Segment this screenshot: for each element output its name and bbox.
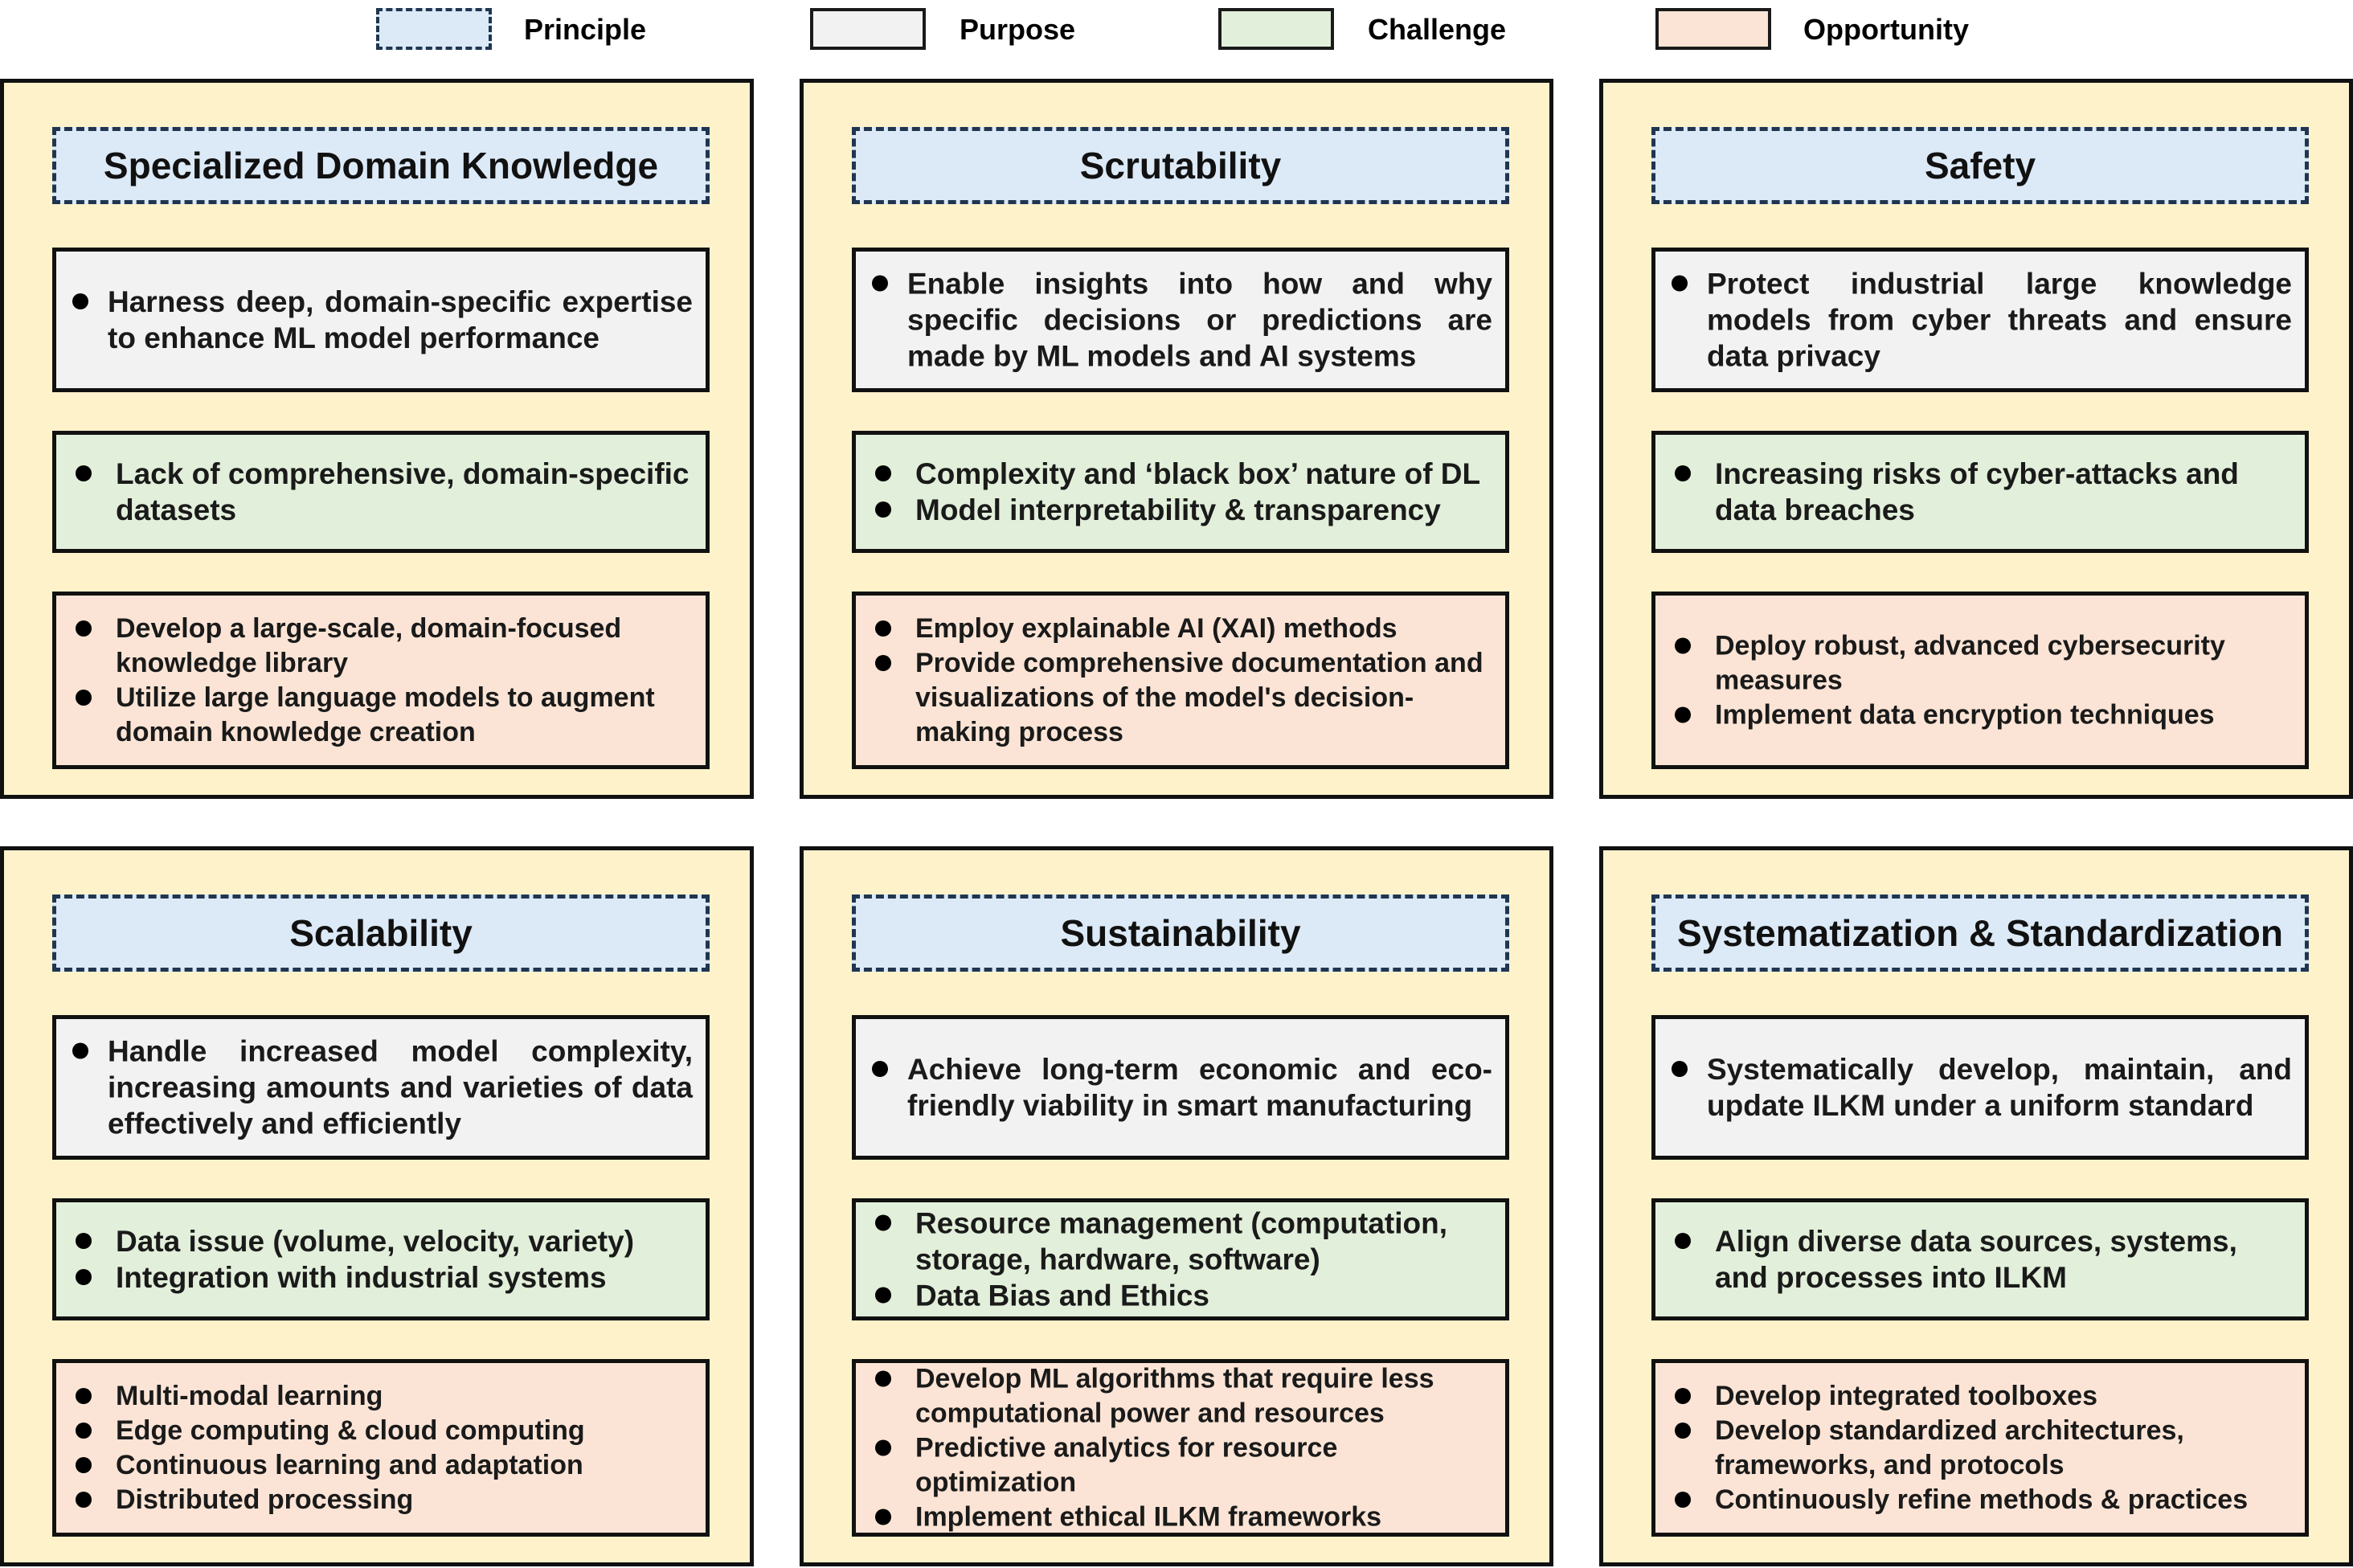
challenge-item: Integration with industrial systems bbox=[76, 1259, 693, 1296]
principle-title: Scrutability bbox=[852, 127, 1509, 204]
challenge-list: Complexity and ‘black box’ nature of DL … bbox=[875, 456, 1492, 528]
legend-swatch-purpose bbox=[810, 8, 926, 50]
challenge-item: Increasing risks of cyber-attacks and da… bbox=[1675, 456, 2292, 528]
opportunity-item: Utilize large language models to augment… bbox=[76, 681, 693, 750]
purpose-list: Enable insights into how and why specifi… bbox=[872, 266, 1492, 375]
opportunity-list: Develop a large-scale, domain-focused kn… bbox=[76, 612, 693, 750]
purpose-item: Handle increased model complexity, incre… bbox=[72, 1034, 693, 1140]
challenge-item: Model interpretability & transparency bbox=[875, 492, 1492, 528]
principle-title: Sustainability bbox=[852, 895, 1509, 972]
purpose-item: Systematically develop, maintain, and up… bbox=[1672, 1053, 2292, 1122]
challenge-box: Data issue (volume, velocity, variety) I… bbox=[52, 1198, 710, 1320]
opportunity-item: Predictive analytics for resource optimi… bbox=[875, 1431, 1492, 1500]
opportunity-box: Develop integrated toolboxes Develop sta… bbox=[1651, 1359, 2309, 1537]
opportunity-list: Employ explainable AI (XAI) methods Prov… bbox=[875, 612, 1492, 750]
purpose-item: Protect industrial large knowledge model… bbox=[1672, 267, 2292, 373]
purpose-box: Protect industrial large knowledge model… bbox=[1651, 248, 2309, 392]
opportunity-item: Continuous learning and adaptation bbox=[76, 1448, 693, 1483]
challenge-item: Align diverse data sources, systems, and… bbox=[1675, 1223, 2292, 1296]
opportunity-item: Distributed processing bbox=[76, 1483, 693, 1517]
panel-systematization-standardization: Systematization & Standardization System… bbox=[1599, 846, 2353, 1566]
purpose-list: Achieve long-term economic and eco-frien… bbox=[872, 1051, 1492, 1124]
opportunity-item: Develop a large-scale, domain-focused kn… bbox=[76, 612, 693, 681]
purpose-box: Enable insights into how and why specifi… bbox=[852, 248, 1509, 392]
challenge-item: Resource management (computation, storag… bbox=[875, 1206, 1492, 1278]
legend-swatch-principle bbox=[376, 8, 492, 50]
opportunity-item: Develop standardized architectures, fram… bbox=[1675, 1414, 2292, 1483]
opportunity-item: Continuously refine methods & practices bbox=[1675, 1483, 2292, 1517]
legend-label: Purpose bbox=[960, 13, 1076, 46]
challenge-list: Lack of comprehensive, domain-specific d… bbox=[76, 456, 693, 528]
panel-safety: Safety Protect industrial large knowledg… bbox=[1599, 79, 2353, 799]
opportunity-item: Employ explainable AI (XAI) methods bbox=[875, 612, 1492, 646]
purpose-item: Enable insights into how and why specifi… bbox=[872, 267, 1492, 373]
challenge-item: Data issue (volume, velocity, variety) bbox=[76, 1223, 693, 1259]
challenge-box: Lack of comprehensive, domain-specific d… bbox=[52, 431, 710, 553]
panel-specialized-domain-knowledge: Specialized Domain Knowledge Harness dee… bbox=[0, 79, 754, 799]
panel-scrutability: Scrutability Enable insights into how an… bbox=[800, 79, 1553, 799]
purpose-box: Harness deep, domain-specific expertise … bbox=[52, 248, 710, 392]
principle-title: Scalability bbox=[52, 895, 710, 972]
challenge-item: Data Bias and Ethics bbox=[875, 1278, 1492, 1314]
opportunity-item: Develop integrated toolboxes bbox=[1675, 1379, 2292, 1414]
purpose-box: Handle increased model complexity, incre… bbox=[52, 1015, 710, 1160]
opportunity-box: Employ explainable AI (XAI) methods Prov… bbox=[852, 592, 1509, 769]
purpose-list: Handle increased model complexity, incre… bbox=[72, 1034, 693, 1142]
purpose-item: Harness deep, domain-specific expertise … bbox=[72, 285, 693, 354]
opportunity-list: Develop ML algorithms that require less … bbox=[875, 1361, 1492, 1534]
challenge-list: Resource management (computation, storag… bbox=[875, 1206, 1492, 1314]
purpose-list: Systematically develop, maintain, and up… bbox=[1672, 1051, 2292, 1124]
opportunity-list: Develop integrated toolboxes Develop sta… bbox=[1675, 1379, 2292, 1517]
opportunity-list: Deploy robust, advanced cybersecurity me… bbox=[1675, 628, 2292, 732]
legend: Principle Purpose Challenge Opportunity bbox=[0, 0, 2353, 64]
opportunity-box: Develop ML algorithms that require less … bbox=[852, 1359, 1509, 1537]
legend-swatch-opportunity bbox=[1655, 8, 1771, 50]
legend-label: Opportunity bbox=[1803, 13, 1969, 46]
opportunity-item: Multi-modal learning bbox=[76, 1379, 693, 1414]
opportunity-item: Implement ethical ILKM frameworks bbox=[875, 1500, 1492, 1534]
challenge-box: Resource management (computation, storag… bbox=[852, 1198, 1509, 1320]
panel-scalability: Scalability Handle increased model compl… bbox=[0, 846, 754, 1566]
purpose-item: Achieve long-term economic and eco-frien… bbox=[872, 1053, 1492, 1122]
opportunity-item: Provide comprehensive documentation and … bbox=[875, 646, 1492, 750]
purpose-box: Achieve long-term economic and eco-frien… bbox=[852, 1015, 1509, 1160]
purpose-box: Systematically develop, maintain, and up… bbox=[1651, 1015, 2309, 1160]
legend-label: Principle bbox=[524, 13, 647, 46]
purpose-list: Protect industrial large knowledge model… bbox=[1672, 266, 2292, 375]
challenge-box: Align diverse data sources, systems, and… bbox=[1651, 1198, 2309, 1320]
principle-title: Specialized Domain Knowledge bbox=[52, 127, 710, 204]
challenge-list: Increasing risks of cyber-attacks and da… bbox=[1675, 456, 2292, 528]
opportunity-box: Deploy robust, advanced cybersecurity me… bbox=[1651, 592, 2309, 769]
panel-sustainability: Sustainability Achieve long-term economi… bbox=[800, 846, 1553, 1566]
principle-title: Safety bbox=[1651, 127, 2309, 204]
opportunity-item: Implement data encryption techniques bbox=[1675, 698, 2292, 732]
challenge-box: Complexity and ‘black box’ nature of DL … bbox=[852, 431, 1509, 553]
opportunity-item: Deploy robust, advanced cybersecurity me… bbox=[1675, 628, 2292, 698]
opportunity-item: Develop ML algorithms that require less … bbox=[875, 1361, 1492, 1431]
challenge-item: Complexity and ‘black box’ nature of DL bbox=[875, 456, 1492, 492]
opportunity-box: Multi-modal learning Edge computing & cl… bbox=[52, 1359, 710, 1537]
legend-swatch-challenge bbox=[1218, 8, 1334, 50]
purpose-list: Harness deep, domain-specific expertise … bbox=[72, 284, 693, 356]
challenge-box: Increasing risks of cyber-attacks and da… bbox=[1651, 431, 2309, 553]
opportunity-item: Edge computing & cloud computing bbox=[76, 1414, 693, 1448]
challenge-list: Data issue (volume, velocity, variety) I… bbox=[76, 1223, 693, 1296]
challenge-list: Align diverse data sources, systems, and… bbox=[1675, 1223, 2292, 1296]
challenge-item: Lack of comprehensive, domain-specific d… bbox=[76, 456, 693, 528]
opportunity-box: Develop a large-scale, domain-focused kn… bbox=[52, 592, 710, 769]
legend-label: Challenge bbox=[1368, 13, 1507, 46]
opportunity-list: Multi-modal learning Edge computing & cl… bbox=[76, 1379, 693, 1517]
principle-title: Systematization & Standardization bbox=[1651, 895, 2309, 972]
